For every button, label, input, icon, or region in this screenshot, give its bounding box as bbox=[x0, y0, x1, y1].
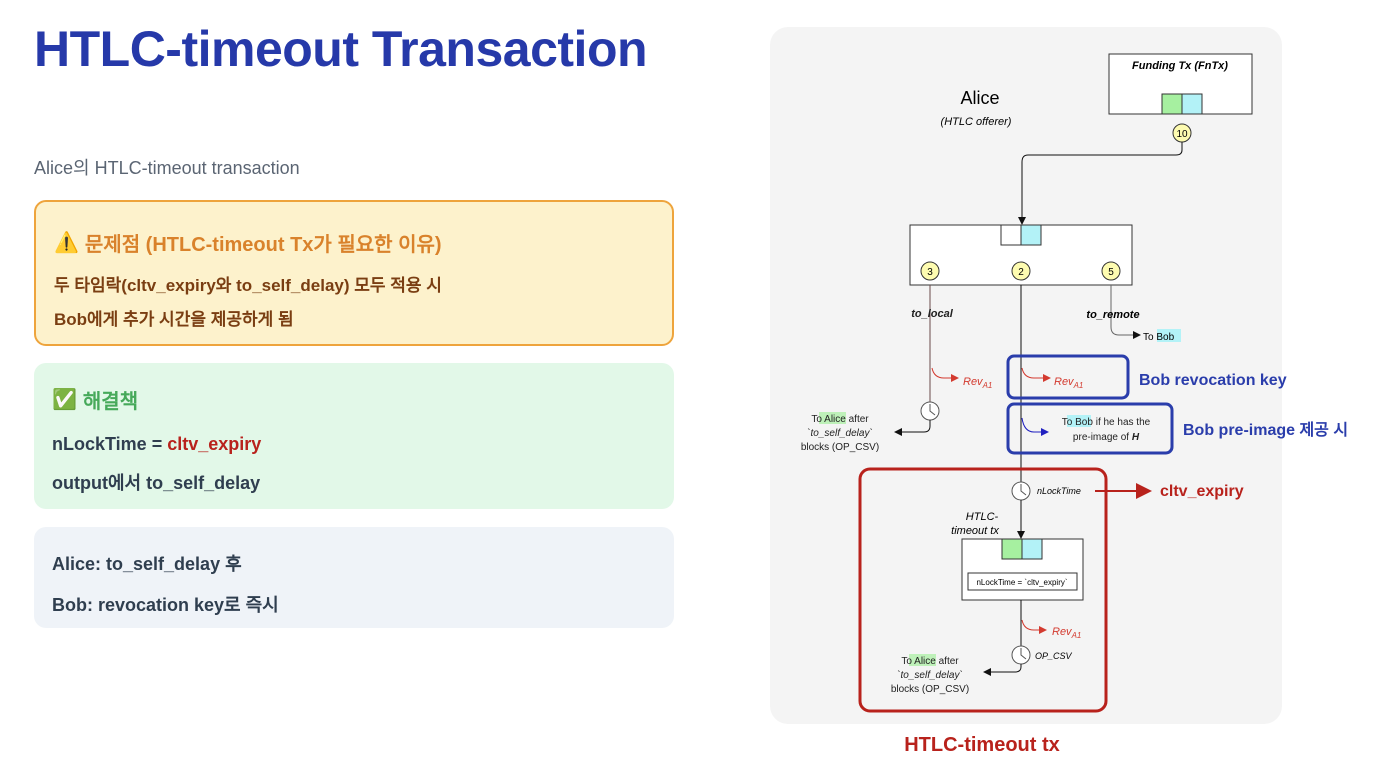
to-bob-preimage: To Bob if he has the pre-image of H bbox=[1062, 417, 1151, 443]
rev-arrow bbox=[1021, 619, 1047, 634]
note-line: Alice: to_self_delay 후 bbox=[52, 554, 242, 574]
to-remote-label: to_remote bbox=[1086, 309, 1139, 321]
revocation-callout-label: Bob revocation key bbox=[1139, 372, 1287, 389]
solution-heading: 해결책 bbox=[82, 391, 139, 413]
input-slot bbox=[1001, 538, 1023, 560]
rev-label: RevA1 bbox=[963, 376, 992, 390]
clock-icon bbox=[1011, 481, 1031, 501]
to-alice-arrow bbox=[894, 420, 931, 436]
bob-highlight bbox=[1157, 329, 1181, 342]
output-node: 2 bbox=[1011, 261, 1031, 281]
to-bob-label: To Bob bbox=[1143, 332, 1175, 343]
page-title: HTLC-timeout Transaction bbox=[34, 21, 648, 77]
check-icon: ✅ bbox=[52, 389, 77, 411]
htlc-timeout-tx-label: HTLC- bbox=[966, 511, 999, 523]
funding-arrow bbox=[1018, 142, 1183, 225]
note-card: Alice: to_self_delay 후 Bob: revocation k… bbox=[34, 527, 674, 628]
warning-icon: ⚠️ bbox=[54, 232, 79, 254]
svg-text:To Alice after: To Alice after bbox=[901, 656, 959, 667]
to-alice-after-delay: To Alice after `to_self_delay` blocks (O… bbox=[801, 414, 879, 453]
bob-highlight bbox=[1067, 415, 1091, 427]
rev-arrow bbox=[931, 367, 959, 382]
output-node: 5 bbox=[1101, 261, 1121, 281]
svg-text:blocks (OP_CSV): blocks (OP_CSV) bbox=[891, 684, 969, 695]
solution-card: ✅해결책 nLockTime = cltv_expiry output에서 to… bbox=[34, 363, 674, 509]
problem-card: ⚠️문제점 (HTLC-timeout Tx가 필요한 이유) 두 타임락(cl… bbox=[34, 200, 674, 346]
alice-highlight bbox=[819, 412, 846, 424]
preimage-callout-label: Bob pre-image 제공 시 bbox=[1183, 421, 1348, 439]
svg-text:blocks (OP_CSV): blocks (OP_CSV) bbox=[801, 442, 879, 453]
svg-text:`to_self_delay`: `to_self_delay` bbox=[897, 669, 963, 681]
revocation-callout-box bbox=[1006, 354, 1130, 400]
svg-text:To Alice after: To Alice after bbox=[811, 414, 869, 425]
alice-label: Alice bbox=[960, 88, 999, 108]
svg-text:`to_self_delay`: `to_self_delay` bbox=[807, 427, 873, 439]
to-remote-arrow bbox=[1110, 285, 1141, 339]
svg-text:To Bob if he has the: To Bob if he has the bbox=[1062, 417, 1151, 428]
input-slot bbox=[1000, 224, 1022, 246]
clock-icon bbox=[920, 401, 940, 421]
htlc-timeout-callout-label: HTLC-timeout tx bbox=[904, 734, 1060, 756]
clock-icon bbox=[1011, 645, 1031, 665]
solution-value: cltv_expiry bbox=[167, 434, 262, 454]
input-slot bbox=[1021, 538, 1043, 560]
alice-highlight bbox=[909, 654, 936, 666]
problem-heading: 문제점 (HTLC-timeout Tx가 필요한 이유) bbox=[84, 234, 442, 256]
solution-line-nlocktime: nLockTime = cltv_expiry bbox=[52, 434, 656, 455]
note-line: Bob: revocation key로 즉시 bbox=[52, 595, 279, 615]
nlocktime-label: nLockTime bbox=[1037, 486, 1081, 496]
node-label: 5 bbox=[1108, 267, 1114, 278]
solution-label: nLockTime = bbox=[52, 434, 168, 454]
problem-line: Bob에게 추가 시간을 제공하게 됨 bbox=[54, 310, 294, 329]
page-subtitle: Alice의 HTLC-timeout transaction bbox=[34, 158, 300, 178]
preimage-arrow bbox=[1021, 417, 1049, 436]
rev-arrow bbox=[1021, 367, 1051, 382]
problem-line: 두 타임락(cltv_expiry와 to_self_delay) 모두 적용 … bbox=[54, 276, 442, 295]
htlc-timeout-callout-box bbox=[858, 467, 1108, 713]
node-label: 10 bbox=[1176, 129, 1188, 140]
solution-line: output에서 to_self_delay bbox=[52, 473, 261, 493]
cltv-callout-label: cltv_expiry bbox=[1160, 483, 1244, 500]
to-alice-arrow bbox=[983, 664, 1022, 676]
htlc-timeout-tx-label: timeout tx bbox=[951, 525, 999, 537]
rev-label: RevA1 bbox=[1054, 376, 1083, 390]
to-alice-after-delay: To Alice after `to_self_delay` blocks (O… bbox=[891, 656, 969, 695]
node-label: 2 bbox=[1018, 267, 1024, 278]
op-csv-label: OP_CSV bbox=[1035, 651, 1073, 661]
rev-label: RevA1 bbox=[1052, 626, 1081, 640]
alice-role: (HTLC offerer) bbox=[941, 116, 1012, 128]
input-slot bbox=[1161, 93, 1183, 115]
nlocktime-field-box bbox=[967, 572, 1078, 591]
input-slot bbox=[1181, 93, 1203, 115]
node-label: 3 bbox=[927, 267, 933, 278]
svg-text:pre-image of H: pre-image of H bbox=[1073, 432, 1140, 443]
nlocktime-field: nLockTime = `cltv_expiry` bbox=[976, 578, 1067, 587]
funding-tx-label: Funding Tx (FnTx) bbox=[1132, 60, 1228, 72]
input-slot bbox=[1020, 224, 1042, 246]
to-local-label: to_local bbox=[911, 308, 954, 320]
output-node: 3 bbox=[920, 261, 940, 281]
preimage-callout-box bbox=[1006, 402, 1174, 455]
